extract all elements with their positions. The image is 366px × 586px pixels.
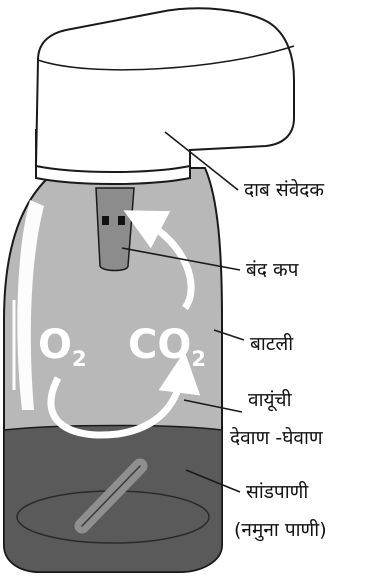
cup-slot-left	[102, 216, 109, 225]
label-gas-exchange-1: वायूंची	[248, 388, 293, 412]
closed-cup	[96, 188, 134, 271]
label-gas-exchange-2: देवाण -घेवाण	[230, 426, 323, 449]
cup-slot-right	[118, 216, 125, 225]
label-water-sample-2: (नमुना पाणी)	[234, 518, 327, 542]
pressure-sensor-head	[36, 8, 294, 172]
label-closed-cup: बंद कप	[246, 259, 300, 281]
label-water-sample-1: सांडपाणी	[246, 480, 309, 503]
label-pressure-sensor: दाब संवेदक	[244, 178, 324, 201]
label-bottle: बाटली	[250, 332, 294, 355]
